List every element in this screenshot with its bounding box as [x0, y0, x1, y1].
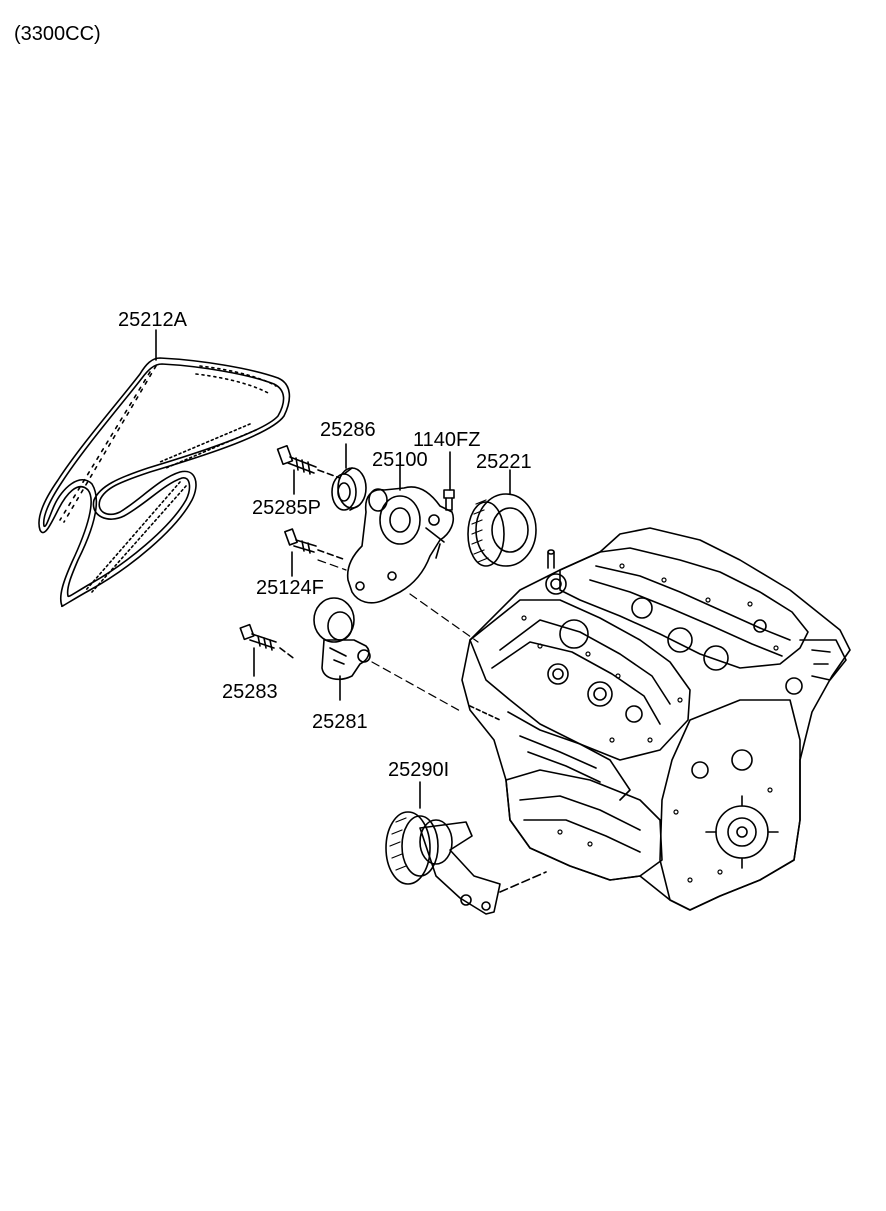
engine-block — [461, 527, 851, 911]
serpentine-belt — [38, 329, 291, 608]
idler-bolt-part — [276, 444, 341, 495]
tensioner-bolt-part — [239, 623, 297, 677]
lower-idler-part — [385, 781, 547, 915]
part-label-idler-pulley: 25286 — [320, 419, 376, 441]
engine-spec-label: (3300CC) — [14, 23, 101, 45]
part-label-belt: 25212A — [118, 309, 187, 331]
idler-pulley-part — [331, 443, 367, 511]
pump-bolt-part — [443, 451, 455, 511]
part-label-pump-stud: 25124F — [256, 577, 324, 599]
tensioner-part — [313, 597, 371, 701]
part-label-tensioner-bolt: 25283 — [222, 681, 278, 703]
part-label-lower-idler: 25290I — [388, 759, 450, 781]
part-label-pump-pulley: 25221 — [476, 451, 532, 473]
pump-pulley-part — [467, 469, 537, 567]
part-label-water-pump: 25100 — [372, 449, 428, 471]
explosion-lines — [317, 559, 479, 713]
pump-stud-part — [284, 528, 347, 577]
part-label-tensioner: 25281 — [312, 711, 368, 733]
part-label-idler-bolt: 25285P — [252, 497, 321, 519]
water-pump-part — [346, 465, 455, 604]
part-label-pump-bolt: 1140FZ — [413, 429, 481, 451]
